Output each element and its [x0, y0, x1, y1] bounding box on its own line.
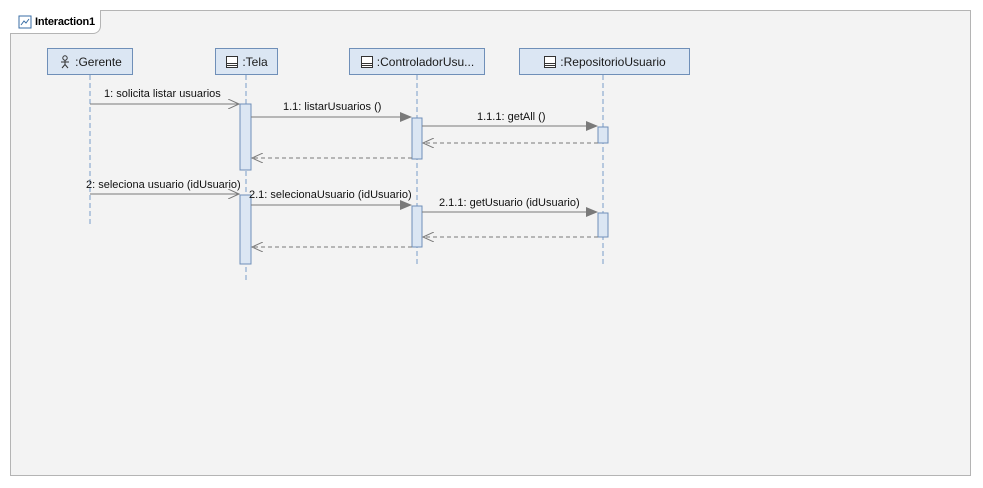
lifeline-head-gerente[interactable]: :Gerente — [47, 48, 133, 75]
message-2-1-label: 2.1: selecionaUsuario (idUsuario) — [249, 189, 412, 201]
activation-controlador-1[interactable] — [411, 117, 423, 160]
message-2-1-1-label: 2.1.1: getUsuario (idUsuario) — [439, 197, 580, 209]
message-1-1-label: 1.1: listarUsuarios () — [283, 101, 381, 113]
activation-tela-1[interactable] — [239, 103, 252, 171]
class-icon — [360, 55, 373, 68]
lifeline-head-repositorio[interactable]: :RepositorioUsuario — [519, 48, 690, 75]
actor-icon — [61, 54, 70, 68]
interaction-frame — [10, 10, 971, 476]
class-icon — [544, 55, 557, 68]
activation-controlador-2[interactable] — [411, 205, 423, 248]
interaction-title: Interaction1 — [35, 16, 95, 28]
message-1-label: 1: solicita listar usuarios — [104, 88, 221, 100]
message-1-1-1-label: 1.1.1: getAll () — [477, 111, 545, 123]
class-icon — [226, 55, 239, 68]
activation-repositorio-2[interactable] — [597, 212, 609, 238]
activation-repositorio-1[interactable] — [597, 126, 609, 144]
lifeline-head-tela[interactable]: :Tela — [215, 48, 278, 75]
interaction-icon — [18, 15, 32, 29]
lifeline-head-controlador[interactable]: :ControladorUsu... — [349, 48, 485, 75]
activation-tela-2[interactable] — [239, 194, 252, 265]
message-2-label: 2: seleciona usuario (idUsuario) — [86, 179, 241, 191]
